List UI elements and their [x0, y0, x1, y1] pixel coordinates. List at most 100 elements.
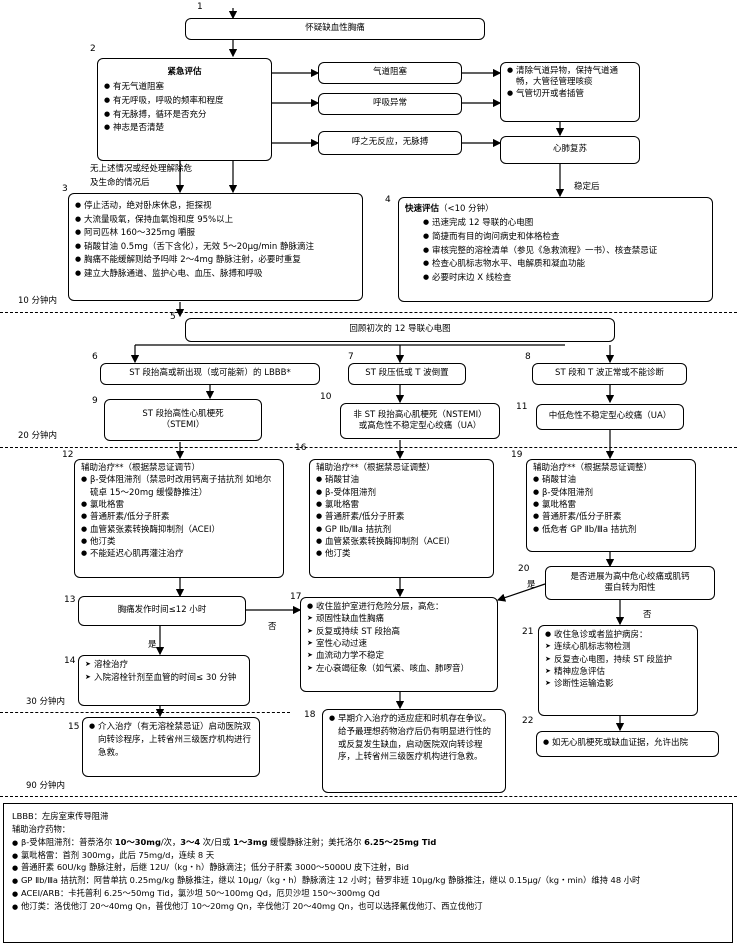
nstemi-box: 非 ST 段抬高心肌梗死（NSTEMI） 或高危性不稳定型心绞痛（UA） — [340, 403, 500, 439]
list-item: 氯吡格雷 — [533, 499, 689, 511]
list-item: 入院溶栓针剂至血管的时间≤ 30 分钟 — [85, 672, 243, 685]
box-text: 呼之无反应，无脉搏 — [351, 137, 429, 148]
list-item: 血管紧张素转换酶抑制剂（ACEI） — [316, 536, 487, 548]
low-risk-ua-box: 中低危性不稳定型心绞痛（UA） — [536, 404, 684, 430]
note-text: ACEI/ARB：卡托普利 6.25～50mg Tid，氯沙坦 50～100mg… — [21, 888, 380, 899]
airway-obstruction-box: 气道阻塞 — [318, 62, 462, 84]
list-item: 阿司匹林 160～325mg 嚼服 — [75, 227, 356, 241]
list-item: 不能延迟心肌再灌注治疗 — [81, 548, 277, 560]
risk-stratification-box: 收住监护室进行危险分层，高危： 顽固性缺血性胸痛 反复或持续 ST 段抬高 室性… — [300, 597, 498, 692]
list-item: 低危者 GP Ⅱb/Ⅲa 拮抗剂 — [533, 524, 689, 536]
time-label: 20 分钟内 — [18, 431, 58, 441]
step-number: 4 — [385, 195, 391, 205]
footnote-line: 辅助治疗药物： — [12, 823, 71, 834]
box-text: 非 ST 段抬高心肌梗死（NSTEMI） — [353, 409, 487, 420]
list-item: 他汀类 — [316, 548, 487, 560]
list-item: 普通肝素/低分子肝素 — [316, 511, 487, 523]
no-label: 否 — [643, 610, 652, 620]
list-item: 审核完整的溶栓清单（参见《急救流程》一书）、核查禁忌证 — [423, 245, 706, 259]
nstemi-adjunct-therapy-box: 辅助治疗**（根据禁忌证调整） 硝酸甘油 β-受体阻滞剂 氯吡格雷 普通肝素/低… — [309, 459, 494, 578]
time-divider — [0, 796, 737, 797]
thrombolysis-box: 溶栓治疗 入院溶栓针剂至血管的时间≤ 30 分钟 — [78, 655, 250, 706]
step-number: 10 — [320, 392, 332, 402]
stable-label: 稳定后 — [574, 182, 600, 192]
yes-label: 是 — [148, 640, 157, 650]
list-item: 血管紧张素转换酶抑制剂（ACEI） — [81, 524, 277, 536]
box-text: ST 段抬高性心肌梗死 — [142, 408, 224, 419]
no-label: 否 — [268, 622, 277, 632]
footnote-line: LBBB：左房室束传导阻滞 — [12, 811, 109, 821]
list-item: 有无气道阻塞 — [104, 81, 265, 95]
time-divider — [0, 312, 737, 313]
rapid-assessment-box: 快速评估（<10 分钟） 迅速完成 12 导联的心电图 简捷而有目的询问病史和体… — [398, 197, 713, 302]
box-text: ST 段和 T 波正常或不能诊断 — [555, 368, 664, 379]
step-number: 13 — [64, 595, 76, 605]
note-text: 3～4 — [180, 836, 201, 847]
step-number: 11 — [516, 402, 528, 412]
box-text: 蛋白转为阳性 — [604, 583, 656, 593]
step-number: 20 — [518, 564, 530, 574]
note-text: 次/日或 — [200, 836, 234, 847]
discharge-box: 如无心肌梗死或缺血证据，允许出院 — [536, 731, 719, 757]
list-item: 室性心动过速 — [307, 638, 491, 650]
note-text: 1～3mg — [233, 836, 268, 847]
list-item: 神志是否清楚 — [104, 122, 265, 136]
note-text: β-受体阻滞剂：普萘洛尔 — [21, 836, 115, 847]
box-text: 气道阻塞 — [372, 67, 407, 78]
list-item: 如无心肌梗死或缺血证据，允许出院 — [543, 738, 688, 749]
item-text: β-受体阻滞剂（禁忌时改用钙离子拮抗剂 如地尔硫卓 15～20mg 缓慢静推注） — [90, 475, 272, 498]
list-item: 血流动力学不稳定 — [307, 650, 491, 662]
list-item: 停止活动，绝对卧床休息，拒探视 — [75, 200, 356, 214]
box-text: 或高危性不稳定型心绞痛（UA） — [358, 421, 482, 431]
step-number: 12 — [62, 450, 74, 460]
list-item: 有无脉搏，循环是否充分 — [104, 109, 265, 123]
list-item: 清除气道异物，保持气道通畅，大管径管理咳痰 — [507, 66, 633, 89]
observation-box: 收住急诊或者监护病房： 连续心肌标志物检测 反复查心电图，持续 ST 段监护 精… — [538, 625, 698, 716]
suspected-chest-pain-box: 怀疑缺血性胸痛 — [185, 18, 485, 40]
note-text: 氯吡格雷：首剂 300mg，此后 75mg/d，连续 8 天 — [21, 849, 215, 860]
box-text: 是否进展为高中危心绞痛或肌钙 — [570, 571, 690, 582]
progression-decision-box: 是否进展为高中危心绞痛或肌钙 蛋白转为阳性 — [545, 566, 715, 600]
footnote-line: ●ACEI/ARB：卡托普利 6.25～50mg Tid，氯沙坦 50～100m… — [12, 888, 380, 899]
condition-label: 及生命的情况后 — [90, 178, 150, 188]
footnote-line: ●氯吡格雷：首剂 300mg，此后 75mg/d，连续 8 天 — [12, 849, 215, 860]
condition-label: 无上述情况或经处理解除危 — [90, 164, 193, 174]
step-number: 15 — [68, 722, 80, 732]
note-text: 他汀类：洛伐他汀 20～40mg Qn，普伐他汀 10～20mg Qn，辛伐他汀… — [21, 901, 483, 912]
list-item: 反复或持续 ST 段抬高 — [307, 626, 491, 638]
list-item: 溶栓治疗 — [85, 659, 243, 672]
step-number: 2 — [90, 44, 96, 54]
time-divider — [0, 447, 737, 448]
emergency-assessment-box: 紧急评估 有无气道阻塞 有无呼吸，呼吸的频率和程度 有无脉搏，循环是否充分 神志… — [97, 58, 272, 161]
list-item: 普通肝素/低分子肝素 — [533, 511, 689, 523]
list-item: 反复查心电图，持续 ST 段监护 — [545, 654, 691, 666]
initial-treatment-box: 停止活动，绝对卧床休息，拒探视 大流量吸氧，保持血氧饱和度 95%以上 阿司匹林… — [68, 193, 363, 301]
list-item: 气管切开或者插管 — [507, 89, 633, 100]
list-item: 他汀类 — [81, 536, 277, 548]
box-title-note: （<10 分钟） — [439, 204, 494, 214]
step-number: 1 — [197, 2, 203, 12]
step-number: 22 — [522, 716, 534, 726]
list-item: 介入治疗（有无溶栓禁忌证）启动医院双向转诊程序，上转省州三级医疗机构进行急救。 — [89, 721, 253, 759]
list-item: 检查心肌标志物水平、电解质和凝血功能 — [423, 258, 706, 272]
step-number: 5 — [170, 312, 176, 322]
time-label: 10 分钟内 — [18, 296, 58, 306]
step-number: 21 — [522, 627, 534, 637]
time-label: 30 分钟内 — [26, 697, 66, 707]
list-item: 左心衰竭征象（如气紧、咳血、肺啰音） — [307, 663, 491, 675]
step-number: 19 — [511, 450, 523, 460]
ua-adjunct-therapy-box: 辅助治疗**（根据禁忌证调整） 硝酸甘油 β-受体阻滞剂 氯吡格雷 普通肝素/低… — [526, 459, 696, 552]
st-depression-box: ST 段压低或 T 波倒置 — [348, 363, 466, 385]
stemi-adjunct-therapy-box: 辅助治疗**（根据禁忌证调节） β-受体阻滞剂（禁忌时改用钙离子拮抗剂 如地尔硫… — [74, 459, 284, 578]
note-text: 缓慢静脉注射；美托洛尔 — [267, 836, 365, 847]
st-normal-box: ST 段和 T 波正常或不能诊断 — [532, 363, 687, 385]
box-text: 胸痛发作时间≤12 小时 — [117, 605, 207, 616]
note-text: 10～30mg — [114, 836, 161, 847]
st-elevation-box: ST 段抬高或新出现（或可能新）的 LBBB* — [100, 363, 320, 385]
step-number: 9 — [92, 396, 98, 406]
list-item: 胸痛不能缓解则给予吗啡 2～4mg 静脉注射，必要时重复 — [75, 254, 356, 268]
list-item: β-受体阻滞剂 — [533, 487, 689, 499]
list-item: GP Ⅱb/Ⅲa 拮抗剂 — [316, 524, 487, 536]
time-label: 90 分钟内 — [26, 781, 66, 791]
step-number: 7 — [348, 352, 354, 362]
